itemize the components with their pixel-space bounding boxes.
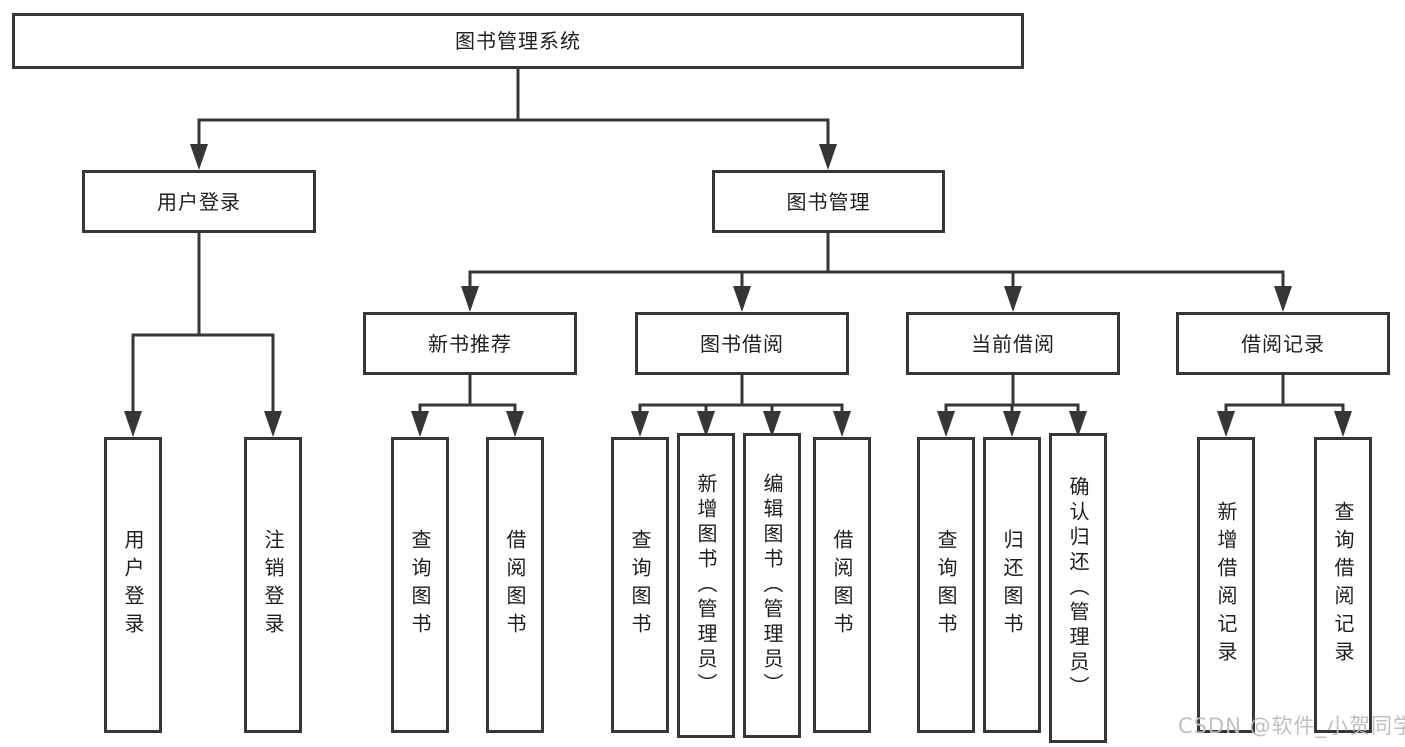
leaf-query-books-current: 查询图书	[917, 437, 975, 733]
node-label: 注销登录	[261, 529, 285, 641]
leaf-logout: 注销登录	[244, 437, 302, 733]
leaf-user-login: 用户登录	[104, 437, 162, 733]
node-borrow-records: 借阅记录	[1176, 312, 1390, 375]
leaf-query-books-recommend: 查询图书	[391, 437, 449, 733]
node-book-borrow: 图书借阅	[635, 312, 849, 375]
node-label: 归还图书	[1000, 529, 1024, 641]
node-new-book-recommend: 新书推荐	[363, 312, 577, 375]
leaf-borrow-books-recommend: 借阅图书	[486, 437, 544, 733]
leaf-return-book: 归还图书	[983, 437, 1041, 733]
watermark: CSDN @软件_小贺同学	[1178, 714, 1405, 738]
arrowheads	[124, 144, 1352, 437]
node-label: 当前借阅	[971, 331, 1055, 356]
node-label: 图书管理	[786, 189, 871, 214]
node-label: 用户登录	[121, 529, 145, 641]
node-label: 查询借阅记录	[1331, 501, 1355, 669]
node-label: 借阅图书	[503, 529, 527, 641]
leaf-edit-book-admin: 编辑图书（管理员）	[743, 433, 801, 738]
node-user-login: 用户登录	[82, 170, 316, 233]
node-label: 查询图书	[934, 529, 958, 641]
node-label: 新增借阅记录	[1214, 501, 1238, 669]
node-label: 新书推荐	[428, 331, 512, 356]
leaf-add-borrow-record: 新增借阅记录	[1197, 437, 1255, 733]
node-label: 查询图书	[628, 529, 652, 641]
node-current-borrow: 当前借阅	[906, 312, 1120, 375]
leaf-query-borrow-record: 查询借阅记录	[1314, 437, 1372, 733]
leaf-borrow-books-2: 借阅图书	[813, 437, 871, 733]
node-label: 确认归还（管理员）	[1066, 475, 1090, 701]
node-label: 图书管理系统	[455, 29, 581, 53]
leaf-confirm-return-admin: 确认归还（管理员）	[1049, 433, 1107, 743]
node-label: 用户登录	[157, 189, 241, 214]
node-label: 借阅记录	[1241, 331, 1325, 356]
leaf-query-books-borrow: 查询图书	[611, 437, 669, 733]
node-book-management: 图书管理	[712, 170, 945, 233]
node-root-library-system: 图书管理系统	[12, 13, 1024, 69]
node-label: 查询图书	[408, 529, 432, 641]
node-label: 编辑图书（管理员）	[760, 473, 784, 698]
node-label: 图书借阅	[700, 331, 784, 356]
node-label: 借阅图书	[830, 529, 854, 641]
leaf-add-book-admin: 新增图书（管理员）	[677, 433, 735, 738]
node-label: 新增图书（管理员）	[694, 473, 718, 698]
